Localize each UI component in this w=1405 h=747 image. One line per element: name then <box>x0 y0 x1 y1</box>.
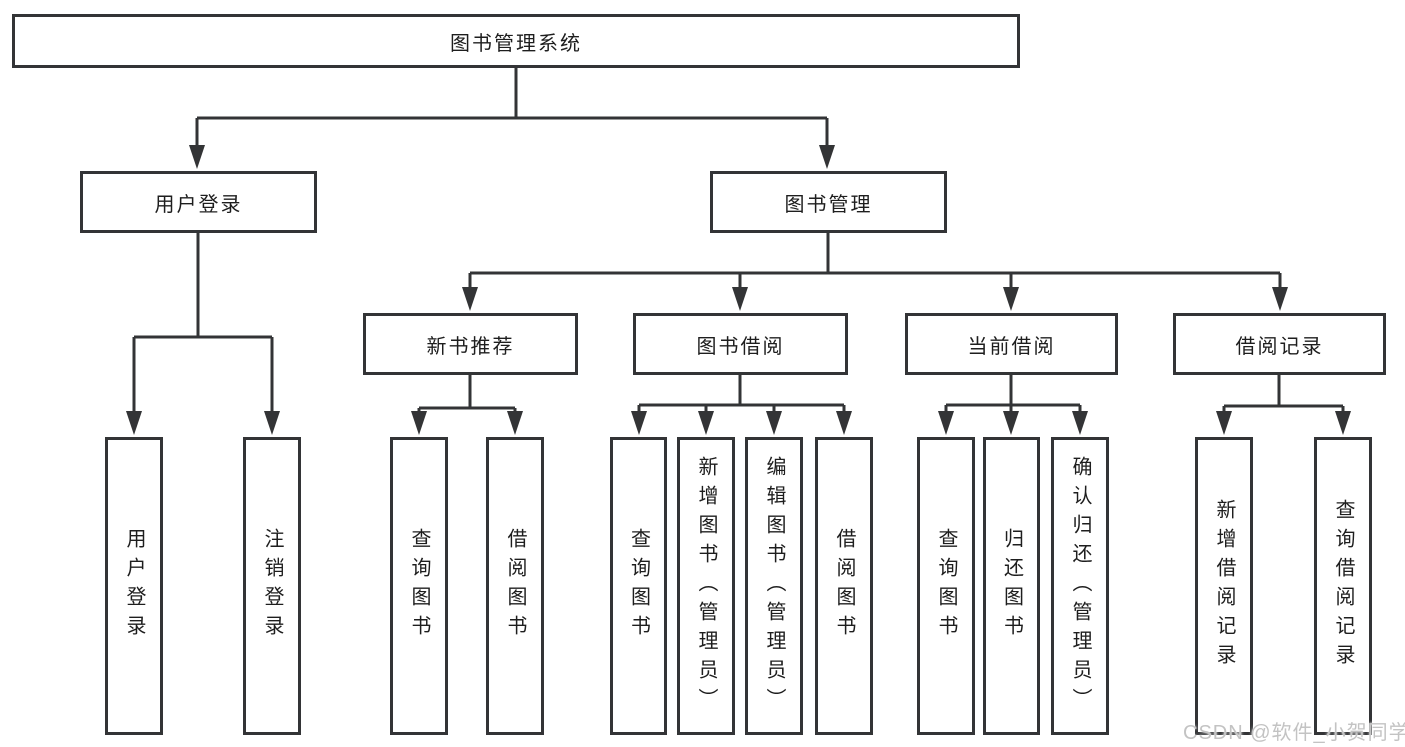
leaf-cb-query-books: 查询图书 <box>917 437 975 735</box>
node-label: 借阅记录 <box>1235 335 1324 358</box>
node-label: 查询图书 <box>627 528 650 644</box>
csdn-watermark: CSDN @软件_小贺同学 <box>1183 722 1405 744</box>
node-label: 借阅图书 <box>833 528 855 644</box>
leaf-br-query-record: 查询借阅记录 <box>1314 437 1372 735</box>
leaf-bb-query-books: 查询图书 <box>610 437 667 735</box>
node-label: 查询图书 <box>408 528 430 644</box>
leaf-nb-query-books: 查询图书 <box>390 437 448 735</box>
leaf-bb-edit-books-admin: 编辑图书（管理员） <box>745 437 803 735</box>
leaf-bb-add-books-admin: 新增图书（管理员） <box>677 437 735 735</box>
leaf-bb-borrow-books: 借阅图书 <box>815 437 873 735</box>
node-label: 新书推荐 <box>426 335 515 358</box>
node-borrowing-records: 借阅记录 <box>1173 313 1386 375</box>
node-label: 图书借阅 <box>696 335 785 358</box>
node-label: 图书管理系统 <box>450 32 582 55</box>
leaf-user-login: 用户登录 <box>105 437 163 735</box>
node-user-login: 用户登录 <box>80 171 317 233</box>
node-label: 当前借阅 <box>967 335 1056 358</box>
node-label: 确认归还（管理员） <box>1069 455 1091 717</box>
node-current-borrowing: 当前借阅 <box>905 313 1118 375</box>
leaf-br-add-record: 新增借阅记录 <box>1195 437 1253 735</box>
arrowheads <box>126 145 1351 435</box>
node-label: 编辑图书（管理员） <box>763 455 785 717</box>
node-book-borrowing: 图书借阅 <box>633 313 848 375</box>
node-label: 新增借阅记录 <box>1213 499 1235 673</box>
node-label: 用户登录 <box>123 528 145 644</box>
node-label: 归还图书 <box>1000 528 1023 644</box>
node-label: 注销登录 <box>261 528 283 644</box>
leaf-nb-borrow-books: 借阅图书 <box>486 437 544 735</box>
node-new-book-recommend: 新书推荐 <box>363 313 578 375</box>
node-label: 查询借阅记录 <box>1332 499 1354 673</box>
node-label: 用户登录 <box>154 193 243 216</box>
leaf-cb-return-books: 归还图书 <box>983 437 1040 735</box>
node-label: 图书管理 <box>784 193 873 216</box>
node-book-management: 图书管理 <box>710 171 947 233</box>
node-label: 借阅图书 <box>504 528 526 644</box>
leaf-cb-confirm-return-admin: 确认归还（管理员） <box>1051 437 1109 735</box>
node-root-library-system: 图书管理系统 <box>12 14 1020 68</box>
node-label: 查询图书 <box>935 528 957 644</box>
node-label: 新增图书（管理员） <box>695 455 717 717</box>
leaf-logout: 注销登录 <box>243 437 301 735</box>
